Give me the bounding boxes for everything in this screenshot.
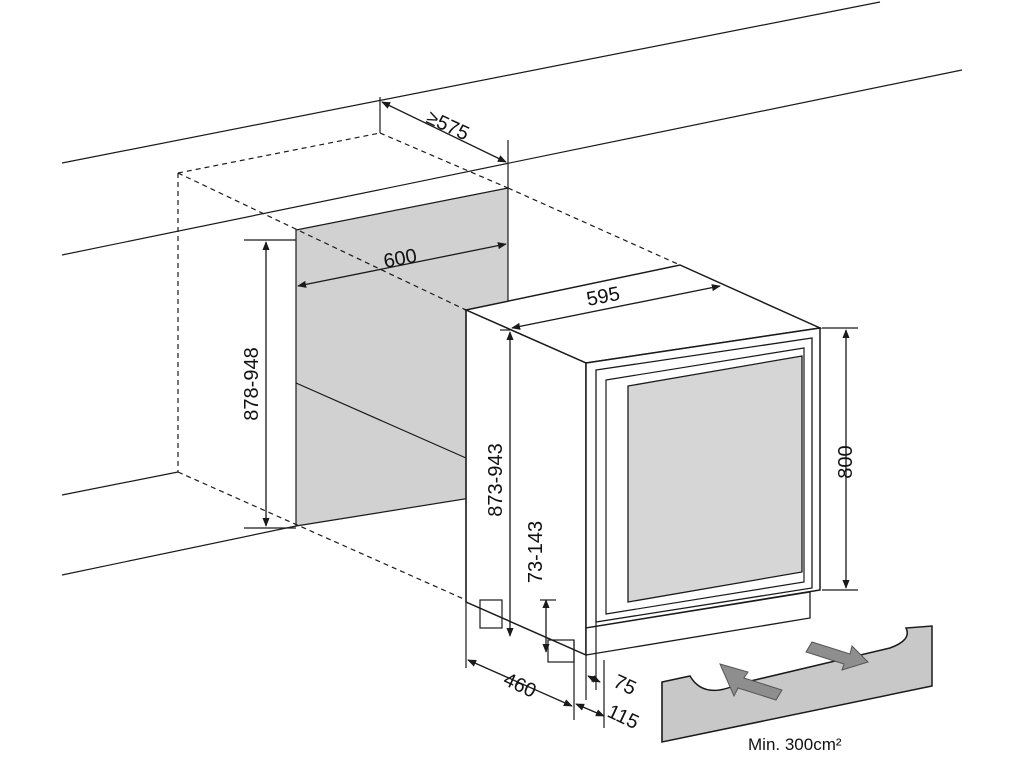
cabinet-outline bbox=[61, 1, 963, 576]
foot-adjust-label: 73-143 bbox=[525, 521, 547, 583]
front-left-foot bbox=[479, 599, 503, 629]
airflow-in-arrow bbox=[719, 663, 783, 701]
wine-cooler bbox=[463, 264, 823, 700]
cabinet-depth-label: ≥575 bbox=[423, 107, 473, 146]
ventilation-grille bbox=[661, 625, 933, 743]
ventilation-label: Min. 300cm² bbox=[748, 735, 842, 754]
niche-height-label: 878-948 bbox=[241, 347, 263, 420]
door-offset-label: 75 bbox=[610, 671, 639, 700]
door-thickness-label: 115 bbox=[604, 701, 642, 734]
door-height-label: 800 bbox=[835, 445, 857, 478]
glass-door bbox=[627, 355, 803, 603]
dimension-arrows bbox=[262, 101, 850, 717]
unit-height-label: 873-943 bbox=[485, 443, 507, 516]
unit-depth-label: 460 bbox=[500, 669, 540, 703]
airflow-out-arrow bbox=[805, 641, 869, 671]
